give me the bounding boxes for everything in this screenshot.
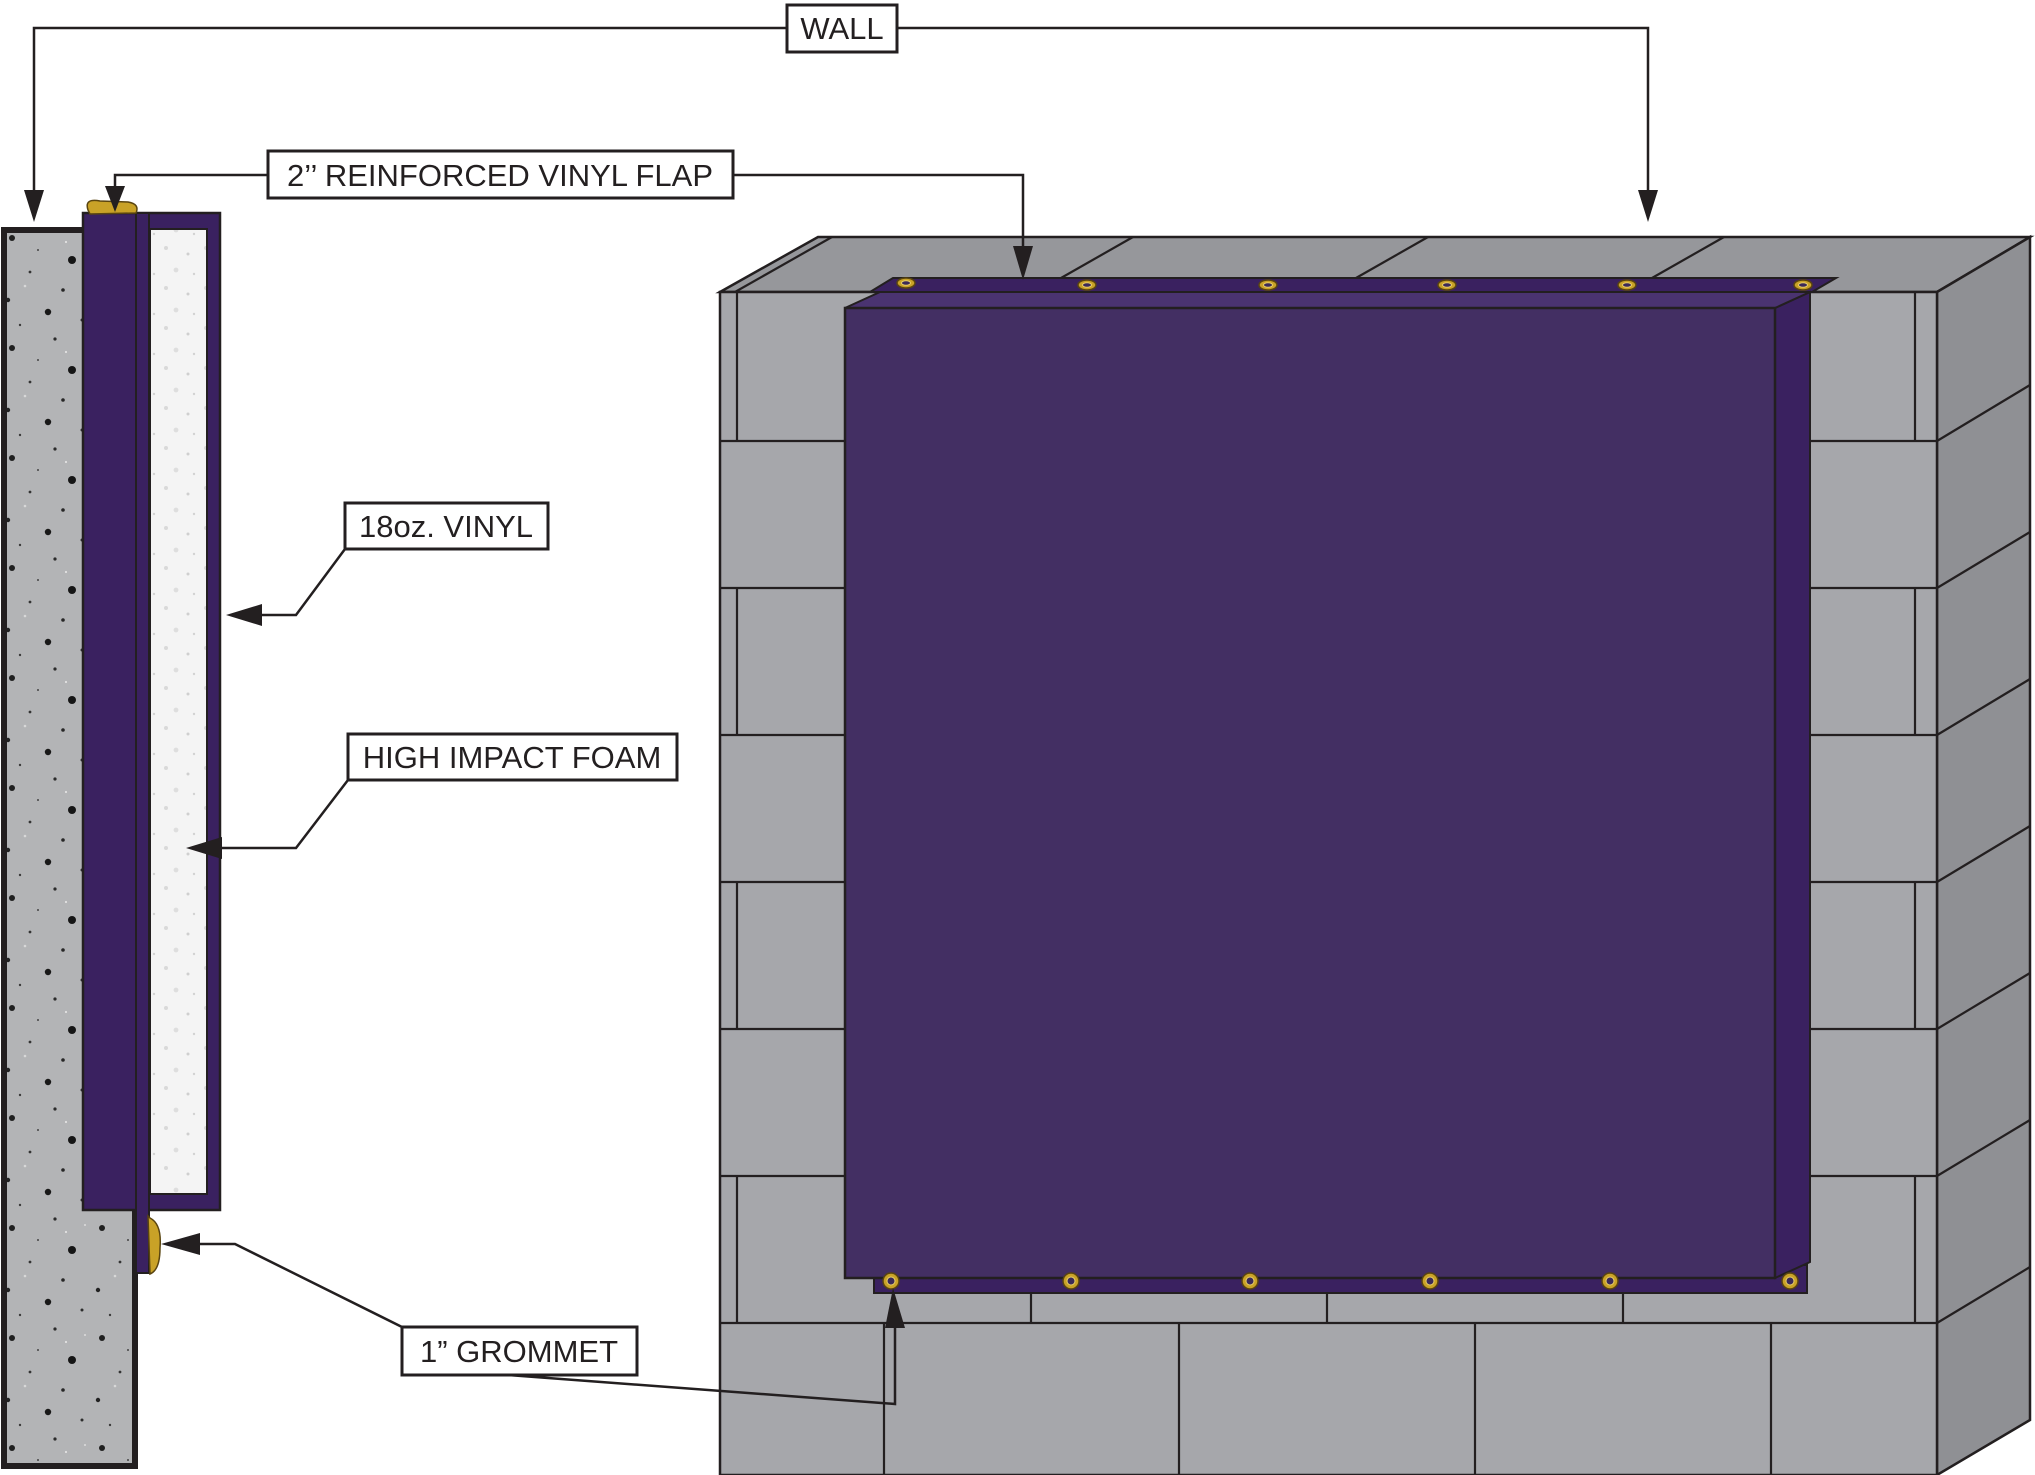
grommet-icon	[1437, 279, 1457, 291]
top-grommets	[896, 277, 1813, 291]
vinyl-backing-strip	[135, 212, 150, 1274]
pad-top-face	[844, 291, 1811, 309]
grommet-icon	[1793, 279, 1813, 291]
callout-flap: 2’’ REINFORCED VINYL FLAP	[266, 149, 735, 200]
grommet-icon	[882, 1272, 900, 1290]
vinyl-leader	[260, 548, 347, 617]
grommet-icon	[1601, 1272, 1619, 1290]
arrowhead-icon	[105, 186, 125, 212]
pad-front-face	[843, 306, 1777, 1280]
callout-wall: WALL	[785, 3, 899, 54]
bottom-grommets	[882, 1272, 1799, 1290]
arrowhead-icon	[1013, 246, 1033, 280]
wall-side-seams	[1936, 384, 2031, 1324]
label-grommet: 1” GROMMET	[420, 1334, 618, 1369]
arrowhead-icon	[885, 1288, 905, 1328]
grommet-icon	[1062, 1272, 1080, 1290]
wall-pad-front	[843, 277, 1840, 1294]
grommet-icon	[1617, 279, 1637, 291]
callout-grommet: 1” GROMMET	[400, 1325, 639, 1377]
arrowhead-icon	[186, 837, 222, 859]
grommet-leader-right	[507, 1326, 897, 1406]
bottom-grommet-side	[147, 1214, 162, 1276]
side-section	[1, 199, 222, 1469]
pad-side-face	[1774, 290, 1811, 1280]
arrowhead-icon	[1638, 190, 1658, 222]
leader-lines	[24, 26, 1658, 1406]
callout-foam: HIGH IMPACT FOAM	[346, 732, 679, 782]
grommet-leader-left	[198, 1242, 403, 1329]
grommet-icon	[1077, 279, 1097, 291]
label-vinyl: 18oz. VINYL	[359, 509, 533, 544]
callout-vinyl: 18oz. VINYL	[343, 501, 550, 551]
top-flap	[866, 277, 1840, 293]
foam-core-side	[149, 228, 208, 1195]
arrowhead-icon	[226, 604, 262, 626]
label-wall: WALL	[800, 11, 883, 46]
wall-leader-left	[32, 26, 787, 192]
label-flap: 2’’ REINFORCED VINYL FLAP	[287, 158, 713, 193]
arrowhead-icon	[161, 1233, 200, 1255]
foam-leader	[220, 779, 349, 850]
top-grommet-side	[86, 199, 138, 215]
grommet-icon	[1421, 1272, 1439, 1290]
label-foam: HIGH IMPACT FOAM	[363, 740, 662, 775]
grommet-icon	[1258, 279, 1278, 291]
arrowhead-icon	[24, 190, 44, 222]
grommet-icon	[1781, 1272, 1799, 1290]
wall-top-seams	[734, 236, 1725, 293]
flap-leader-left	[113, 173, 268, 188]
flap-leader-right	[733, 173, 1025, 248]
grommet-icon	[1241, 1272, 1259, 1290]
wall-side-face	[1935, 234, 2032, 1475]
wall-leader-right	[897, 26, 1650, 192]
grommet-icon	[896, 277, 916, 289]
